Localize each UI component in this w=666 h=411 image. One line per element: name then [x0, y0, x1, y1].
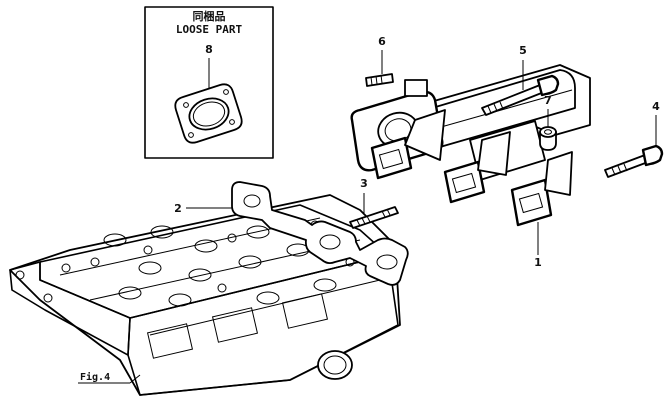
- part-6-stud: [365, 73, 394, 87]
- part-5-bolt: [481, 74, 560, 116]
- callout-5: 5: [519, 44, 527, 57]
- part-2-manifold-gasket: [231, 181, 409, 286]
- part-4-bolt: [604, 144, 664, 178]
- callout-6: 6: [378, 35, 386, 48]
- loose-part-heading-en: LOOSE PART: [176, 23, 243, 36]
- loose-part-heading-jp: 同梱品: [193, 9, 226, 23]
- callout-8: 8: [205, 43, 213, 56]
- figure-reference: Fig.4: [80, 371, 110, 383]
- callout-4: 4: [652, 100, 660, 113]
- part-7-collar: [539, 126, 557, 151]
- part-3-stud: [349, 206, 399, 229]
- callout-3: 3: [360, 177, 368, 190]
- cylinder-head: [9, 194, 401, 396]
- part-8-gasket: [174, 83, 243, 144]
- callout-2: 2: [174, 202, 182, 215]
- callout-7: 7: [544, 94, 552, 107]
- loose-part-box: 同梱品 LOOSE PART: [144, 6, 274, 159]
- leader-lines: [78, 50, 657, 384]
- callout-1: 1: [534, 256, 542, 269]
